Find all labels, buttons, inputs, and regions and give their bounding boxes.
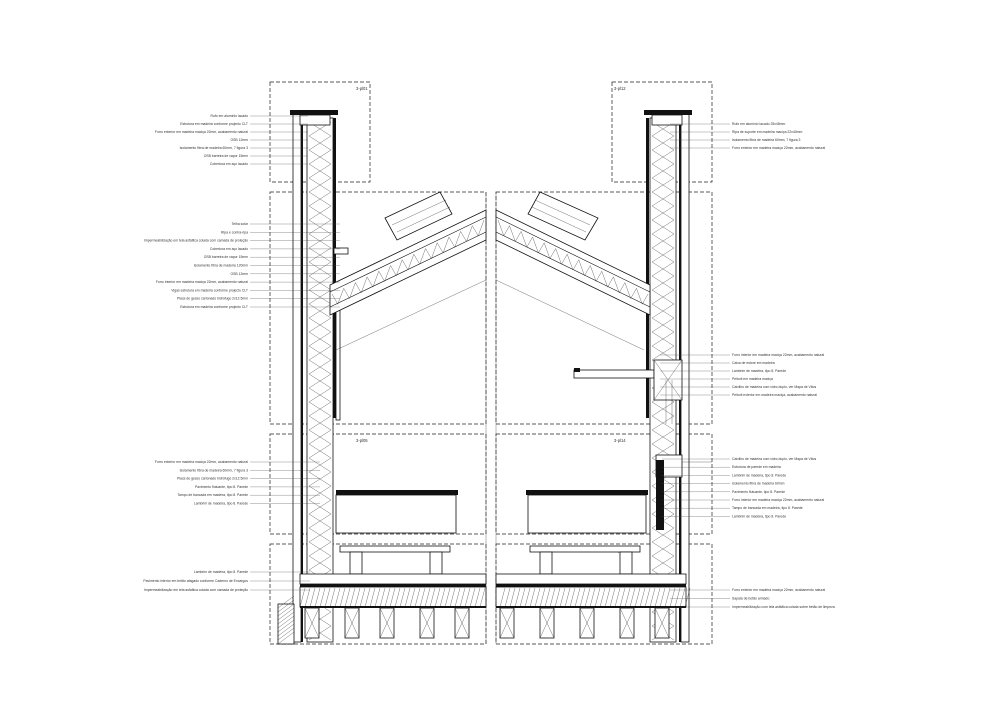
annotation-label: OSB 12mm (230, 138, 248, 142)
annotation-label: Lambrim de madeira, tipo 8. Parede (194, 570, 248, 574)
annotation-label: Peitoril exterior em madeira maciça, aca… (732, 393, 817, 397)
annotation-label: Lambrim de madeira, tipo 8. Parede (194, 502, 248, 506)
annotation-label: Forro interior em madeira maciça 22mm, a… (732, 498, 824, 502)
annotation-label: Forro exterior em madeira maciça 22mm, a… (732, 146, 825, 150)
roof-left-insulation (331, 219, 485, 305)
left-wall-insulation (308, 121, 332, 641)
left-wall-section (290, 110, 341, 643)
annotation-label: Isolamento fibra de madeira 120mm (194, 264, 248, 268)
annotation-label: Peitoril em madeira maciça (732, 377, 773, 381)
annotation-label: Estrutura em madeira conforme projecto C… (180, 122, 248, 126)
annotation-label: Rufo em alumínio lacado (210, 114, 248, 118)
annotation-label: Isolamento fibra de madeira 60mm, 7 figu… (180, 146, 249, 150)
annotation-label: OSB 12mm (230, 272, 248, 276)
annotation-label: Estrutura de parede em madeira (732, 465, 781, 469)
annotation-label: Impermeabilização com tela asfáltica col… (732, 605, 835, 609)
annotation-label: Rufo em alumínio lacado 25x45mm (732, 122, 786, 126)
annotation-label: Pavimento flutuante, tipo 8. Parede (732, 490, 785, 494)
annotation-leaders (250, 115, 730, 608)
guide-lines (485, 192, 497, 644)
annotation-label: Forro interior em madeira maciça 22mm, a… (156, 280, 248, 284)
annotation-label: Cobertura em aço lacado (210, 247, 248, 251)
tag-top-left: 3-pl01 (356, 86, 368, 91)
annotation-label: Tampo de bancada em madeira, tipo 8. Par… (732, 506, 803, 510)
annotation-label: Caixa de estore em madeira (732, 361, 775, 365)
floor-slab-hatch (299, 587, 691, 608)
annotation-label: Forro interior em madeira maciça 22mm, a… (732, 353, 824, 357)
floor-slabs (277, 573, 691, 645)
annotation-label: Tampo de bancada em madeira, tipo 8. Par… (177, 493, 248, 497)
annotation-label: Isolamento fibra de madeira 60mm, 7 figu… (732, 138, 801, 142)
roof-left-section (329, 191, 487, 351)
annotation-label: Impermeabilização em tela asfáltica cola… (144, 239, 248, 243)
annotation-label: Impermeabilização em tela asfáltica cola… (144, 588, 248, 592)
annotation-label: Isolamento fibra de madeira 60mm (732, 482, 785, 486)
annotation-label: Lambrim de madeira, tipo 8. Parede (732, 473, 786, 477)
annotation-label: Placa de gesso cartonado hidrófugo 2x12.… (177, 477, 248, 481)
annotation-label: Caixilho de madeira com vidro duplo, ver… (732, 457, 817, 461)
annotation-label: OSB barreira de vapor 15mm (204, 255, 248, 259)
tag-mid-left: 3-pl05 (356, 438, 368, 443)
annotation-label: Telha solar (232, 222, 249, 226)
annotation-label: Vigas estrutura em madeira conforme proj… (171, 288, 248, 292)
annotation-label: Lambrim de madeira, tipo 8. Parede (732, 369, 786, 373)
tag-mid-right: 3-pl14 (614, 438, 626, 443)
mid-left-section (335, 490, 458, 575)
annotation-label: Placa de gesso cartonado hidrófugo 2x12.… (177, 297, 248, 301)
roof-right-insulation (497, 219, 649, 305)
annotation-label: Caixilho de madeira com vidro duplo, ver… (732, 385, 817, 389)
annotation-label: Pavimento flutuante, tipo 8. Parede (195, 485, 248, 489)
annotation-label: Estrutura em madeira conforme projecto C… (180, 305, 248, 309)
annotation-label: Ripa de suporte em madeira maciça 22x40m… (732, 130, 802, 134)
annotation-label: Cobertura em aço lacado (210, 162, 248, 166)
annotation-label: Ripa e contra-ripa (221, 230, 248, 234)
annotation-label: Pavimento interior em betão afagado conf… (143, 579, 248, 583)
tag-top-right: 3-pl12 (614, 86, 626, 91)
annotation-label: Isolamento fibra de madeira 60mm, 7 figu… (180, 468, 249, 472)
window-sill (573, 369, 655, 379)
annotation-label: Lambrim de madeira, tipo 8. Parede (732, 514, 786, 518)
annotation-label: Forro exterior em madeira maciça 22mm, a… (155, 460, 248, 464)
annotation-label: Sapata de betão armado (732, 597, 769, 601)
mid-right-section (526, 454, 712, 575)
detail-tags: 3-pl01 3-pl12 3-pl08 3-pl11 3-pl05 3-pl1… (356, 86, 626, 553)
annotation-label: Forro exterior em madeira maciça 22mm, a… (155, 130, 248, 134)
floor-joists (304, 607, 670, 639)
annotation-label: OSB barreira de vapor 15mm (204, 154, 248, 158)
annotation-label: Forro exterior em madeira maciça 22mm, a… (732, 588, 825, 592)
ground-hatch (277, 595, 295, 645)
